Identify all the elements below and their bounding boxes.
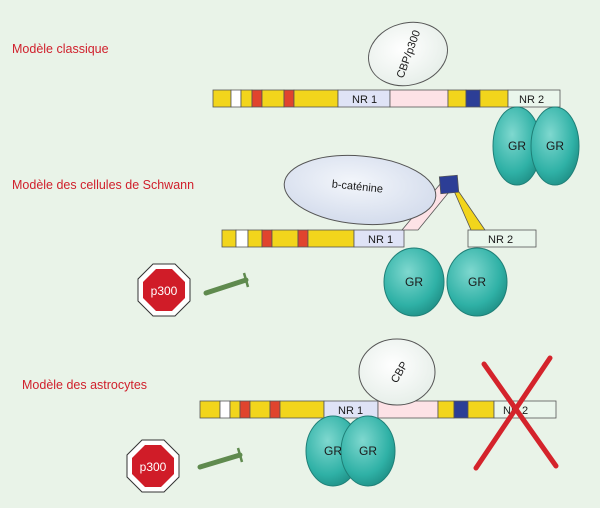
gr-protein (340, 415, 396, 487)
inhibition-arrow-icon (203, 272, 250, 296)
gr-label: GR (468, 275, 486, 289)
gr-protein (530, 106, 580, 186)
gr-label: GR (546, 139, 564, 153)
nr1-label: NR 1 (338, 405, 363, 417)
model-schwann: Modèle des cellules de Schwann NR 1 NR 2… (12, 154, 537, 317)
model-title: Modèle des astrocytes (22, 378, 147, 392)
coactivator-bubble: CBP (358, 338, 436, 406)
inhibition-arrow-icon (197, 447, 244, 470)
gr-dimer: GR GR (492, 106, 580, 186)
pink-segment (389, 89, 449, 108)
gr-protein (446, 247, 508, 317)
gr-monomers: GR GR (383, 247, 508, 317)
nr1-label: NR 1 (352, 94, 377, 106)
nr2-segment (507, 89, 561, 108)
gr-label: GR (508, 139, 526, 153)
coactivator-bubble: b-caténine (283, 154, 437, 226)
p300-label: p300 (151, 284, 178, 298)
model-title: Modèle des cellules de Schwann (12, 178, 194, 192)
gr-label: GR (405, 275, 423, 289)
gr-protein (383, 247, 445, 317)
model-classique: Modèle classique NR 1 NR 2 CBP/p300 (12, 21, 580, 186)
gr-label: GR (359, 444, 377, 458)
model-astrocytes: Modèle des astrocytes NR 1 NR 2 CBP (22, 338, 559, 493)
gr-dimer: GR GR (305, 415, 396, 487)
nr2-label: NR 2 (519, 94, 544, 106)
model-title: Modèle classique (12, 42, 109, 56)
dna-loop-blue (438, 174, 460, 195)
nr1-label: NR 1 (368, 234, 393, 246)
dna-bar: NR 1 NR 2 (199, 400, 557, 419)
p300-inhibitor: p300 (126, 439, 244, 493)
gr-label: GR (324, 444, 342, 458)
cross-icon (473, 355, 559, 471)
p300-inhibitor: p300 (137, 263, 250, 317)
nr2-label: NR 2 (488, 234, 513, 246)
dna-bar: NR 1 NR 2 (212, 89, 561, 108)
nr2-segment (467, 229, 537, 248)
nr1-segment (353, 229, 405, 248)
coactivator-bubble: CBP/p300 (368, 21, 448, 87)
coactivator-label: b-caténine (331, 178, 383, 195)
dna-bar: NR 1 NR 2 (221, 229, 537, 248)
p300-label: p300 (140, 460, 167, 474)
